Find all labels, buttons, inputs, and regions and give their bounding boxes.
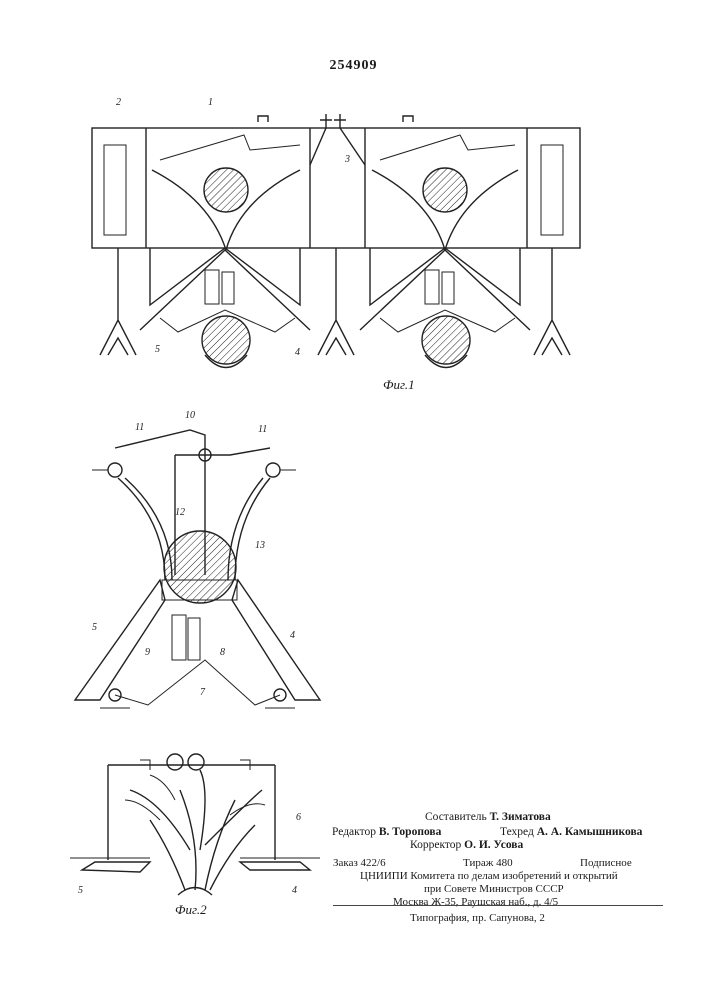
- fig2-label-12: 12: [175, 507, 185, 518]
- fig2-label-5: 5: [92, 622, 97, 633]
- jaw-4: [232, 580, 320, 700]
- editor-role: Редактор: [332, 826, 376, 838]
- techeditor-name: А. А. Камышникова: [537, 826, 643, 838]
- fig2-label-6: 6: [296, 812, 301, 823]
- log-section-1: [204, 168, 248, 212]
- editor-name: В. Торопова: [379, 826, 442, 838]
- fig2-label-4b: 4: [292, 885, 297, 896]
- fig2-label-13: 13: [255, 540, 265, 551]
- proofreader-name: О. И. Усова: [464, 839, 523, 851]
- fig2-label-10: 10: [185, 410, 195, 421]
- techeditor-role: Техред: [500, 826, 534, 838]
- proofreader-role: Корректор: [410, 839, 461, 851]
- fig1-label-3: 3: [344, 154, 350, 165]
- circulation: Тираж 480: [463, 857, 513, 870]
- publisher-address: Москва Ж-35, Раушская наб., д. 4/5: [393, 896, 558, 909]
- fig2-label-11b: 11: [258, 424, 267, 435]
- fig2-label-7: 7: [200, 687, 206, 698]
- fig2-label-8: 8: [220, 647, 225, 658]
- fig1-label-1: 1: [208, 97, 213, 108]
- fig2-label-9: 9: [145, 647, 150, 658]
- jaw-5-ground: [82, 862, 150, 872]
- fig2-label-4: 4: [290, 630, 295, 641]
- fig2-caption: Фиг.2: [175, 902, 207, 918]
- fig1-caption: Фиг.1: [383, 377, 415, 393]
- figure-2-tree-scene: 5 4 6: [70, 754, 320, 896]
- compiler-role: Составитель: [425, 811, 487, 823]
- order-number: Заказ 422/6: [333, 857, 386, 870]
- compiler-line: Составитель Т. Зиматова: [425, 810, 551, 825]
- jaw-5: [75, 580, 165, 700]
- publisher-line: ЦНИИПИ Комитета по делам изобретений и о…: [360, 870, 618, 883]
- subscription: Подписное: [580, 857, 632, 870]
- fig1-label-2: 2: [116, 97, 121, 108]
- fig2-label-5b: 5: [78, 885, 83, 896]
- publisher-line-2: при Совете Министров СССР: [424, 883, 564, 896]
- proofreader-line: Корректор О. И. Усова: [410, 838, 523, 853]
- log-section-fig2: [164, 531, 236, 603]
- printer-line: Типография, пр. Сапунова, 2: [410, 912, 545, 925]
- figure-1-drawing: 2 1 3 5 4: [92, 97, 580, 368]
- jaw-4-ground: [240, 862, 310, 870]
- fig1-label-5: 5: [155, 344, 160, 355]
- figure-2-mechanism: 11 10 11 12 13 5 4 9 8 7: [75, 410, 320, 708]
- fig1-label-4: 4: [295, 347, 300, 358]
- log-section-2: [423, 168, 467, 212]
- fig2-label-11a: 11: [135, 422, 144, 433]
- divider: [333, 905, 663, 906]
- compiler-name: Т. Зиматова: [490, 811, 551, 823]
